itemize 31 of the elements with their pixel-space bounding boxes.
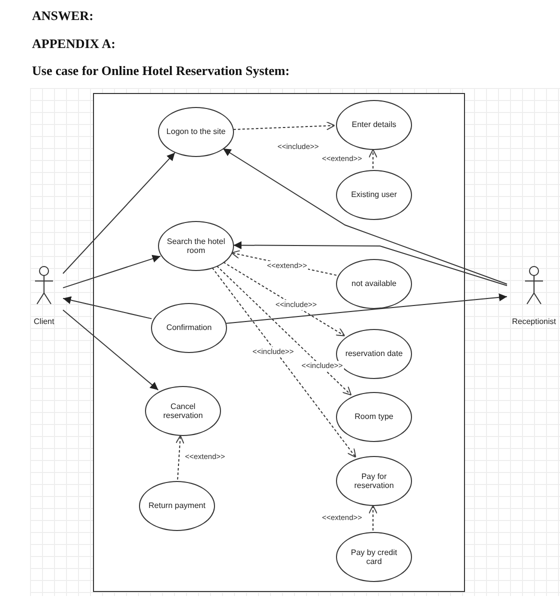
dashed-arrow xyxy=(222,262,346,336)
use-case-ellipse: Search the hotel room xyxy=(158,221,234,271)
use-case-ellipse: not available xyxy=(336,259,412,309)
dashed-arrow xyxy=(175,435,184,480)
arrow xyxy=(233,241,508,286)
use-case-ellipse: Enter details xyxy=(336,100,412,150)
actor-name: Receptionist xyxy=(510,317,558,326)
arrow xyxy=(62,296,152,320)
use-case-ellipse: Pay for reservation xyxy=(336,456,412,506)
arrow xyxy=(62,152,176,274)
dashed-arrow xyxy=(232,121,336,130)
dashed-arrow xyxy=(216,266,352,396)
system-boundary xyxy=(93,93,465,592)
heading-text: ANSWER: xyxy=(32,8,94,24)
actor-name: Client xyxy=(32,317,56,326)
use-case-ellipse: Room type xyxy=(336,392,412,442)
use-case-ellipse: Pay by credit card xyxy=(336,532,412,582)
use-case-ellipse: Existing user xyxy=(336,170,412,220)
arrow xyxy=(62,310,159,390)
heading-text: APPENDIX A: xyxy=(32,36,116,52)
diagram-title: Use case for Online Hotel Reservation System: xyxy=(32,63,290,79)
use-case-ellipse: Confirmation xyxy=(151,303,227,353)
dashed-arrow xyxy=(368,505,378,531)
arrow xyxy=(226,293,508,324)
arrow xyxy=(62,254,161,288)
dashed-arrow xyxy=(368,149,378,169)
use-case-ellipse: Return payment xyxy=(139,481,215,531)
dashed-arrow xyxy=(212,267,356,458)
use-case-ellipse: Cancel reservation xyxy=(145,386,221,436)
arrow xyxy=(222,148,508,285)
use-case-ellipse: Logon to the site xyxy=(158,107,234,157)
